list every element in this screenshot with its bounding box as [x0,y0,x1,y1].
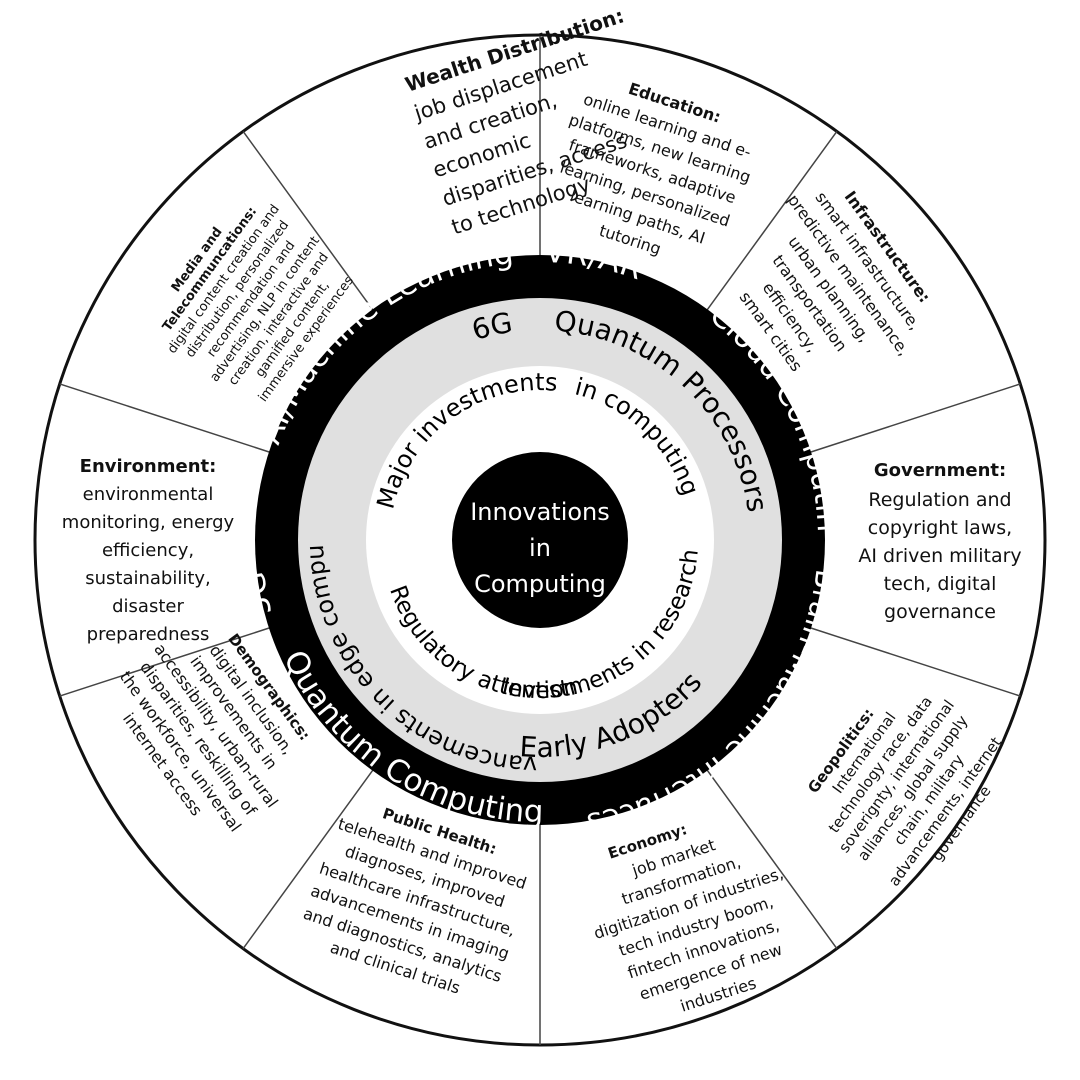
segment-line: preparedness [87,624,210,645]
segment-title: Environment: [80,456,217,477]
segment-divider [242,131,377,314]
center-title-line-3: Computing [474,570,606,598]
ring-label-5g: 5G [236,569,280,620]
segment-divider [806,625,1021,697]
center-circle [452,452,628,628]
segment-line: disaster [112,596,184,617]
segment-line: sustainability, [85,568,211,589]
segment-environment: Environment: environmental monitoring, e… [62,456,235,645]
segment-dividers [59,35,1021,1045]
segment-divider [242,766,377,949]
segment-divider [806,383,1021,455]
segment-divider [59,625,274,697]
segment-divider [703,131,838,314]
segment-line: environmental [83,484,214,505]
segment-line: tech, digital [884,573,997,595]
segment-line: governance [884,601,996,623]
segment-line: monitoring, energy [62,512,235,533]
segment-line: Regulation and [868,489,1011,511]
segment-title: Government: [874,460,1006,481]
segment-infrastructure: Infrastructure: smart infrastructure, pr… [736,187,935,375]
segment-government: Government: Regulation and copyright law… [858,460,1021,623]
segment-line: efficiency, [102,540,194,561]
center-title-line-2: in [529,534,551,562]
segment-line: AI driven military [858,545,1021,567]
center-title-line-1: Innovations [470,498,610,526]
segment-line: copyright laws, [868,517,1012,539]
segment-divider [59,383,274,455]
segment-divider [703,766,838,949]
svg-text:5G: 5G [236,569,280,620]
